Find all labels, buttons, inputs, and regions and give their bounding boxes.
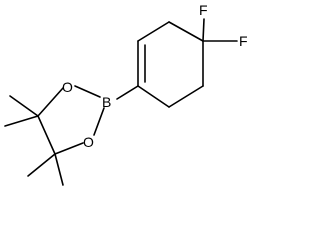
bond-c2-c3 (137, 21, 170, 42)
methyl-bond-top-2 (4, 115, 39, 127)
methyl-bond-top-1 (9, 95, 39, 117)
bond-c4-f1 (202, 18, 205, 42)
difluoro-group (202, 18, 238, 42)
atom-label-boron: B (102, 94, 111, 110)
atom-label-fluorine: F (199, 2, 208, 18)
bond-c5-c6 (168, 85, 204, 108)
chemical-structure: F F B O O (4, 2, 248, 186)
bond-b-o2 (93, 107, 105, 136)
bond-c6-c1 (137, 85, 170, 108)
atom-label-oxygen: O (83, 134, 94, 150)
atom-label-fluorine: F (239, 33, 248, 49)
bond-o2-c (54, 142, 84, 155)
methyl-groups (4, 95, 64, 186)
methyl-bond-bottom-2 (54, 153, 64, 186)
methyl-bond-bottom-1 (27, 153, 56, 177)
bond-o1-c (37, 87, 64, 117)
bond-b-o1 (74, 85, 101, 98)
bond-c-c-backbone (37, 115, 56, 155)
bond-c1-b (116, 85, 139, 100)
cyclohexene-ring (137, 21, 204, 108)
dioxaborolane-ring (37, 85, 105, 155)
bond-c3-c4 (168, 21, 204, 42)
atom-label-oxygen: O (62, 79, 73, 95)
